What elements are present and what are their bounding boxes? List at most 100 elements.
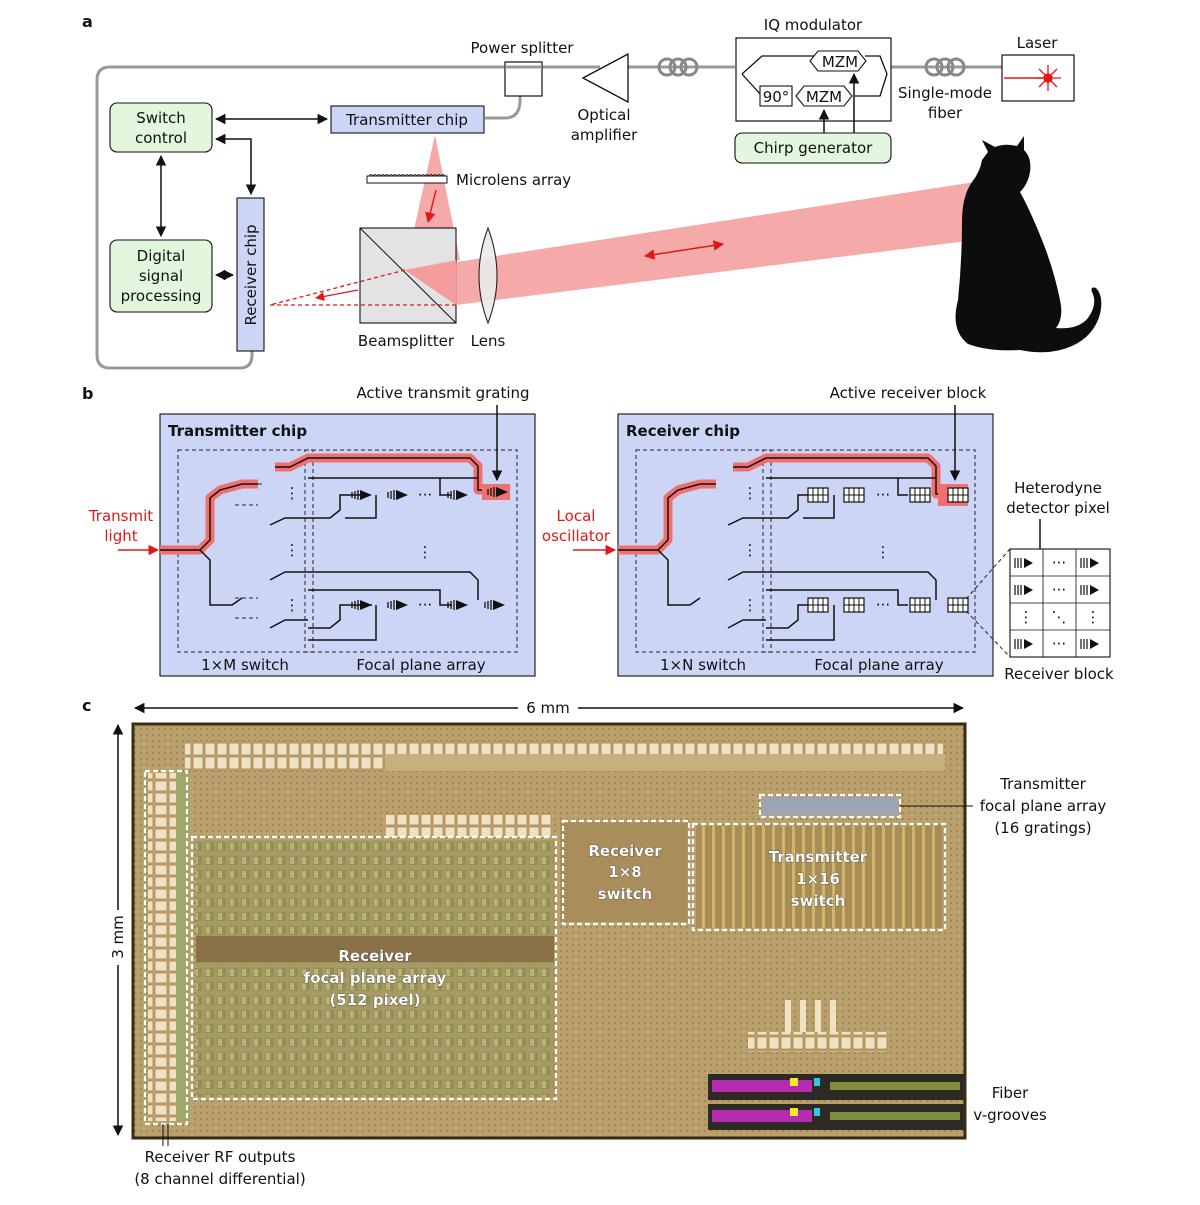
receiver-chip-box [236,197,265,352]
rf-outputs-region [143,769,189,1126]
tx-row-lower-branch [308,605,377,641]
active-grating-icon [482,484,510,500]
tx-fpa-label: Focal plane array [356,656,485,674]
local-oscillator-label-1: Local [557,507,596,525]
rx-switch-leaf [727,517,766,526]
receiver-chip-title: Receiver chip [626,422,740,440]
chirp-generator-label: Chirp generator [754,139,874,157]
tx-switch-chip-label-3: switch [791,892,846,910]
laser-burst-icon [1035,65,1061,91]
receiver-block-gridlines [1010,549,1110,657]
beam-inside-cube [405,260,456,305]
rx-ellipsis: ··· [876,596,890,614]
rx-fpa-chip-label-2: focal plane array [304,969,447,987]
tx-fpa-annotation-3: (16 gratings) [994,819,1091,837]
pixel-icon [843,597,865,613]
tx-row-lower-branch [308,589,452,606]
microlens-array [366,175,448,184]
rx-switch-leaf [727,571,766,581]
beam-bidirectional-arrow [643,240,725,260]
tx-switch-leaf [269,619,308,629]
tx-vertical-ellipsis: ⋮ [418,543,433,561]
rx-fpa-region [762,449,976,653]
tx-vertical-ellipsis: ⋮ [285,484,300,502]
zoom-line-bottom [965,610,1011,658]
rx-fpa-chip-label-3: (512 pixel) [329,991,420,1009]
rx-switch-chip-label-1: Receiver [588,842,662,860]
rx-switch-region-outline [561,819,691,926]
rx-switch-label: 1×N switch [660,656,746,674]
width-dimension-label: 6 mm [526,699,570,717]
chip-micrograph [131,722,967,1140]
chirp-generator-box [734,132,892,164]
mzm-top-label: MZM [822,53,858,71]
fiber-to-transmitter [485,67,522,120]
tx-fpa-region [304,449,518,653]
mzm-bottom-label: MZM [806,88,842,106]
rx-vertical-ellipsis: ⋮ [743,541,758,559]
local-oscillator-label-2: oscillator [542,527,611,545]
rx-row-lower-branch [766,605,835,641]
tx-fpa-annotation-1: Transmitter [999,775,1086,793]
transmitter-chip-box [330,105,485,134]
panel-c-label: c [82,696,91,715]
pixel-icon [843,487,865,503]
tx-vertical-ellipsis: ⋮ [285,596,300,614]
transmit-direction-arrow [425,189,437,224]
pixel-icon [807,487,829,503]
iq-modulator-label: IQ modulator [764,16,863,34]
dsp-label-1: Digital [137,247,186,265]
rx-active-path-2 [733,457,958,495]
rx-vertical-ellipsis: ⋮ [743,596,758,614]
tx-switch-leaf [269,571,308,581]
phase-shifter-label: 90° [763,88,790,106]
fiber-vgroove-label-1: Fiber [992,1084,1029,1102]
tx-fpa-annotation-2: focal plane array [980,797,1107,815]
tx-active-path-2 [275,457,500,491]
beamsplitter-diagonal [359,227,457,324]
cat-silhouette [955,136,1102,353]
rx-row-upper-branch [766,494,808,519]
switch-to-receiver-arrow [214,133,257,196]
fiber-coil-icon [657,57,699,77]
single-mode-fiber-label-1: Single-mode [898,84,992,102]
lens-label: Lens [471,332,506,350]
rx-vertical-ellipsis: ⋮ [743,484,758,502]
pixel-icon [909,597,931,613]
dsp-box [109,239,213,313]
tx-row-upper-branch [345,495,377,519]
rx-switch-chip-label-2: 1×8 [608,863,641,881]
switch-control-label-1: Switch [136,109,186,127]
tx-row-upper-branch [308,494,370,519]
block-ellipsis: ··· [1052,581,1066,599]
receiver-block-label: Receiver block [1004,665,1114,683]
pixel-icon [807,597,829,613]
fiber-vgroove-label-2: v-grooves [973,1106,1047,1124]
rf-outputs-label-2: (8 channel differential) [134,1170,305,1188]
rx-fpa-label: Focal plane array [814,656,943,674]
return-beam-dashed-1 [269,269,406,306]
laser-label: Laser [1017,34,1059,52]
height-dimension-label: 3 mm [109,915,127,959]
rx-row-lower-bus [766,571,937,600]
tx-switch-chip-label-2: 1×16 [796,870,840,888]
transmitter-chip-label: Transmitter chip [345,111,468,129]
phase-shifter-box [759,85,793,107]
tx-switch-branch [199,549,243,606]
transmitter-chip-panel [159,413,536,677]
active-receiver-block-label: Active receiver block [830,384,987,402]
power-splitter-label: Power splitter [471,39,575,57]
rx-switch-branch [657,549,701,606]
pixel-icon [909,487,931,503]
receiver-chip-label: Receiver chip [242,224,260,325]
transmit-light-label-1: Transmit [88,507,153,525]
optical-amplifier-label-1: Optical [578,106,631,124]
block-diagonal-ellipsis: ⋱ [1052,608,1067,626]
fiber-loop [95,65,505,370]
rx-fpa-region-outline [190,835,558,1101]
tx-switch-chip-label-1: Transmitter [769,848,868,866]
rx-vertical-ellipsis: ⋮ [876,543,891,561]
heterodyne-label-1: Heterodyne [1014,479,1102,497]
tx-switch-leaf [269,517,308,526]
single-mode-fiber-label-2: fiber [928,104,963,122]
